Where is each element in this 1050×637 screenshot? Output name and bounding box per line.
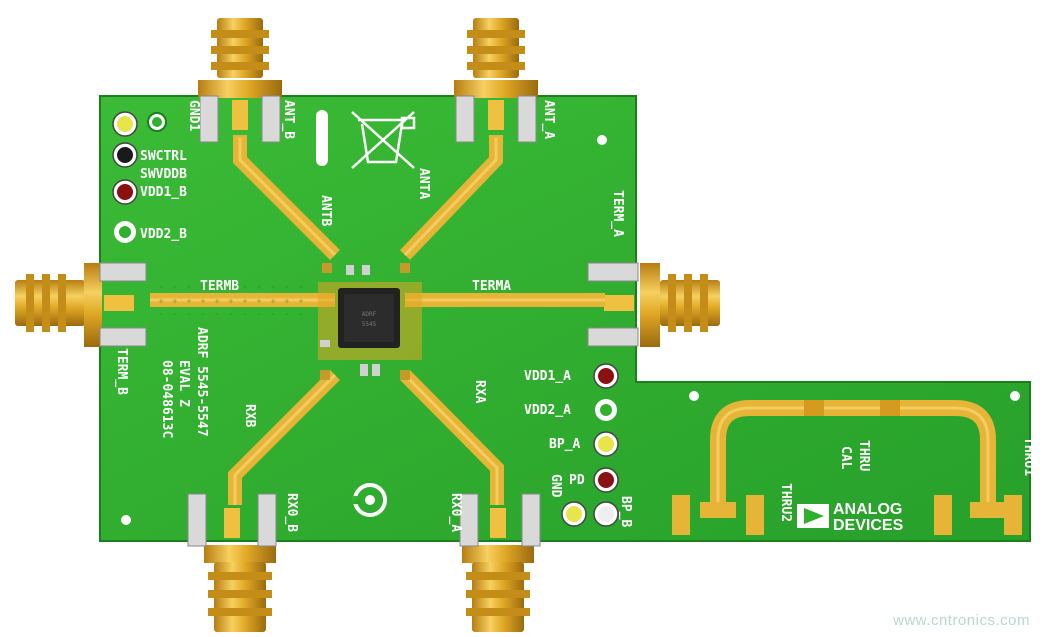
label-thru-cal-2: CAL xyxy=(838,446,853,470)
label-swctrl: SWCTRL xyxy=(140,149,187,164)
test-point-swctrl xyxy=(112,142,138,168)
sma-connector-term-a xyxy=(587,262,720,347)
silkscreen-bar xyxy=(316,110,328,166)
label-pd: PD xyxy=(569,473,585,488)
label-board-line-2: EVAL Z xyxy=(176,360,191,407)
label-vdd1-a: VDD1_A xyxy=(524,369,571,384)
mounting-hole xyxy=(597,135,607,145)
logo-line-2: DEVICES xyxy=(833,517,904,534)
weee-bin-icon xyxy=(351,111,416,169)
logo-line-1: ANALOG xyxy=(833,501,902,518)
label-board-line-3: 08-048613C xyxy=(159,360,174,438)
test-point-vdd2-b xyxy=(114,221,136,243)
label-ant-b: ANT_B xyxy=(281,100,296,139)
test-point-vdd1-b xyxy=(112,179,138,205)
label-thru-cal-1: THRU xyxy=(856,440,871,471)
sma-connector-term-b xyxy=(15,262,147,347)
svg-text:5545: 5545 xyxy=(362,321,377,328)
test-point-gnd xyxy=(561,501,587,527)
label-swvddb: SWVDDB xyxy=(140,167,187,182)
label-thru2: THRU2 xyxy=(778,483,793,522)
test-point-bp-a xyxy=(593,431,619,457)
label-gnd1: GND1 xyxy=(186,100,201,131)
mounting-hole xyxy=(1010,391,1020,401)
rf-switch-ic: ADRF 5545 xyxy=(318,263,422,380)
label-term-a: TERM_A xyxy=(610,190,625,237)
label-vdd2-b: VDD2_B xyxy=(140,227,187,242)
mounting-hole xyxy=(689,391,699,401)
pcb-board xyxy=(99,95,1031,542)
test-point-vdd2-a xyxy=(595,399,617,421)
test-point-pd xyxy=(593,467,619,493)
mounting-hole xyxy=(121,515,131,525)
label-termb: TERMB xyxy=(200,279,239,294)
test-point-vdd1-a xyxy=(593,363,619,389)
esd-symbol-icon xyxy=(352,483,387,517)
label-antb: ANTB xyxy=(318,195,333,226)
label-bp-b: BP_B xyxy=(618,496,633,527)
analog-devices-logo xyxy=(797,504,829,528)
sma-connector-ant-b xyxy=(198,18,282,143)
label-rx0-b: RX0_B xyxy=(284,493,299,532)
test-point-gnd1 xyxy=(112,111,138,137)
label-ant-a: ANT_A xyxy=(541,100,556,139)
label-bp-a: BP_A xyxy=(549,437,580,452)
label-board-line-1: ADRF 5545-5547 xyxy=(194,327,209,437)
label-rx0-a: RX0_A xyxy=(448,493,463,532)
sma-connector-ant-a xyxy=(454,18,538,143)
label-thru1: THRU1 xyxy=(1021,437,1036,476)
label-vdd2-a: VDD2_A xyxy=(524,403,571,418)
watermark-text: www.cntronics.com xyxy=(893,612,1030,629)
svg-text:ADRF: ADRF xyxy=(362,311,377,318)
label-anta: ANTA xyxy=(416,168,431,199)
label-vdd1-b: VDD1_B xyxy=(140,185,187,200)
sma-connector-rx0-a xyxy=(459,493,541,632)
thru-pads xyxy=(672,400,1022,535)
label-term-b: TERM_B xyxy=(114,348,129,395)
test-point-bp-b xyxy=(593,501,619,527)
sma-connector-rx0-b xyxy=(187,493,277,632)
label-rxa: RXA xyxy=(472,380,487,404)
label-rxb: RXB xyxy=(242,404,257,428)
label-gnd: GND xyxy=(548,474,563,498)
label-terma: TERMA xyxy=(472,279,511,294)
